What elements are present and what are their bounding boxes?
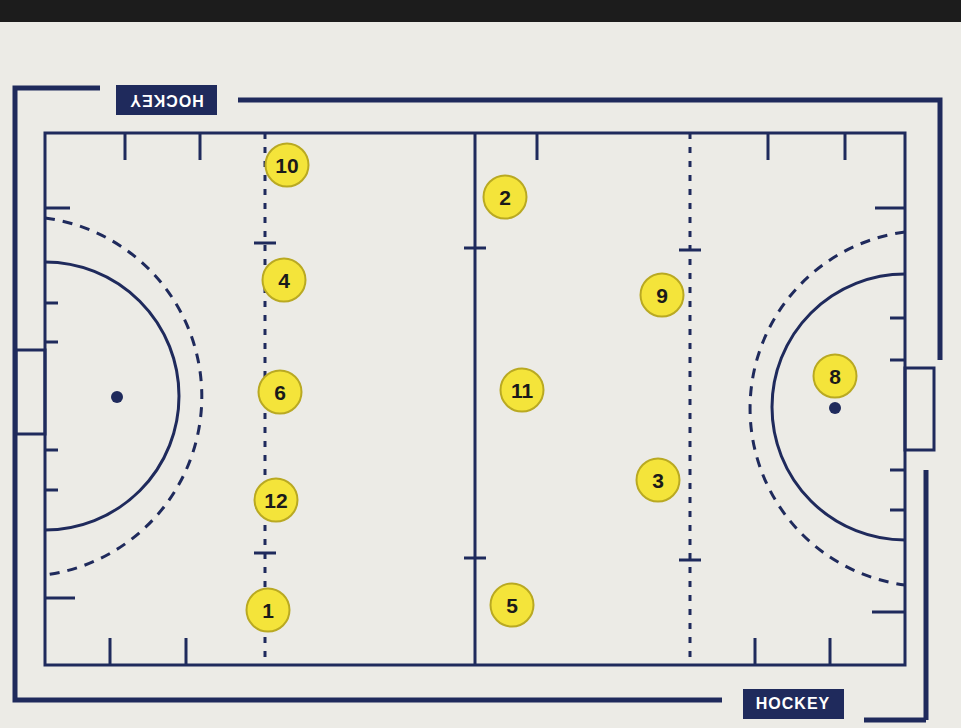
player-disc: 1 <box>245 587 291 633</box>
player-disc: 4 <box>261 257 307 303</box>
player-disc: 12 <box>253 477 299 523</box>
player-number: 9 <box>656 285 668 306</box>
brand-tag: HOCKEY <box>742 688 845 720</box>
player-number: 11 <box>511 380 533 401</box>
player-number: 6 <box>274 382 286 403</box>
penalty-spot <box>111 391 123 403</box>
brand-name: HOCKEY <box>129 92 203 108</box>
player-disc: 3 <box>635 457 681 503</box>
player-number: 2 <box>499 187 511 208</box>
board-frame <box>15 88 940 720</box>
player-number: 12 <box>264 490 287 511</box>
penalty-spot <box>829 402 841 414</box>
brand-name: HOCKEY <box>756 696 830 712</box>
player-disc: 11 <box>499 367 545 413</box>
player-disc: 9 <box>639 272 685 318</box>
field-lines <box>16 133 934 665</box>
player-number: 4 <box>278 270 290 291</box>
player-disc: 2 <box>482 174 528 220</box>
board-edge <box>0 0 961 22</box>
player-disc: 5 <box>489 582 535 628</box>
player-number: 1 <box>262 600 274 621</box>
player-number: 10 <box>275 155 298 176</box>
brand-tag: HOCKEY <box>115 84 218 116</box>
player-number: 3 <box>652 470 664 491</box>
player-disc: 8 <box>812 353 858 399</box>
player-number: 5 <box>506 595 518 616</box>
player-number: 8 <box>829 366 841 387</box>
player-disc: 6 <box>257 369 303 415</box>
player-disc: 10 <box>264 142 310 188</box>
